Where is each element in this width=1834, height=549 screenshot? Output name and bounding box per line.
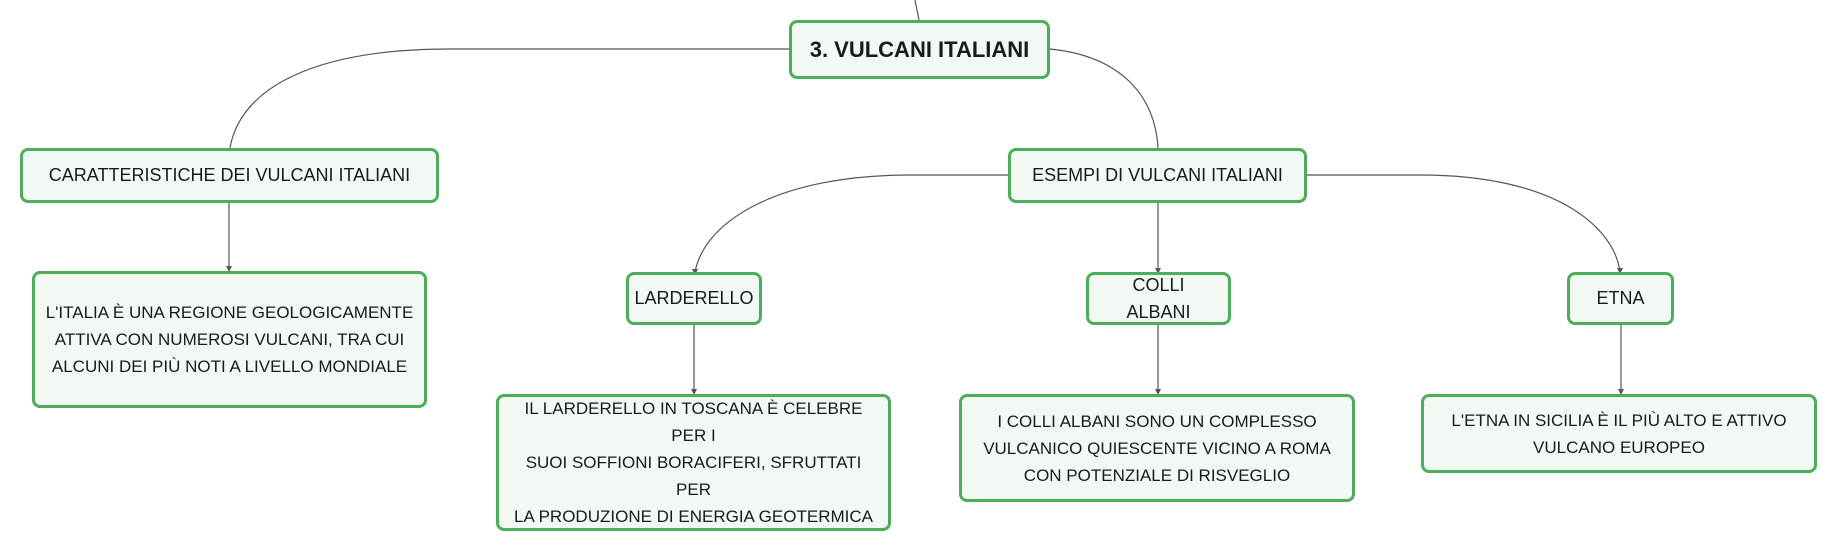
- characteristics-label: CARATTERISTICHE DEI VULCANI ITALIANI: [48, 165, 411, 185]
- etna-label: ETNA: [1596, 288, 1645, 308]
- etna-detail-node: L'ETNA IN SICILIA È IL PIÙ ALTO E ATTIVO…: [1421, 394, 1817, 473]
- detail-line: ATTIVA CON NUMEROSI VULCANI, TRA CUI: [54, 330, 405, 349]
- larderello-detail-node: IL LARDERELLO IN TOSCANA È CELEBRE PER I…: [496, 394, 891, 531]
- examples-label: ESEMPI DI VULCANI ITALIANI: [1032, 165, 1283, 185]
- detail-line: CON POTENZIALE DI RISVEGLIO: [1023, 465, 1291, 485]
- detail-line: SUOI SOFFIONI BORACIFERI, SFRUTTATI PER: [525, 453, 862, 499]
- examples-node[interactable]: ESEMPI DI VULCANI ITALIANI: [1008, 148, 1307, 203]
- connector-examples-to-larderello: [694, 174, 1008, 273]
- detail-line: LA PRODUZIONE DI ENERGIA GEOTERMICA: [514, 507, 873, 526]
- detail-line: IL LARDERELLO IN TOSCANA È CELEBRE PER I: [524, 399, 863, 445]
- larderello-node[interactable]: LARDERELLO: [626, 272, 762, 325]
- characteristics-detail-node: L'ITALIA È UNA REGIONE GEOLOGICAMENTE AT…: [32, 271, 427, 408]
- etna-node[interactable]: ETNA: [1567, 272, 1674, 325]
- detail-line: L'ITALIA È UNA REGIONE GEOLOGICAMENTE: [45, 303, 414, 322]
- arrowhead-colli-albani: [1155, 268, 1161, 274]
- arrowhead-etna-detail: [1618, 389, 1624, 395]
- root-node[interactable]: 3. VULCANI ITALIANI: [789, 20, 1050, 79]
- arrowhead-larderello-detail: [691, 389, 697, 395]
- larderello-label: LARDERELLO: [634, 288, 754, 308]
- detail-line: L'ETNA IN SICILIA È IL PIÙ ALTO E ATTIVO: [1451, 410, 1787, 430]
- colli-albani-label: COLLI ALBANI: [1126, 274, 1191, 322]
- connector-parent-to-root: [914, 0, 920, 21]
- colli-albani-node[interactable]: COLLI ALBANI: [1086, 272, 1231, 325]
- connector-root-to-characteristics: [229, 48, 790, 149]
- arrowhead-colli-albani-detail: [1155, 389, 1161, 395]
- root-label: 3. VULCANI ITALIANI: [809, 37, 1030, 62]
- connector-examples-to-etna: [1305, 174, 1621, 273]
- colli-albani-detail-node: I COLLI ALBANI SONO UN COMPLESSO VULCANI…: [959, 394, 1355, 502]
- detail-line: VULCANICO QUIESCENTE VICINO A ROMA: [983, 438, 1331, 458]
- arrowhead-etna: [1617, 268, 1623, 274]
- characteristics-node[interactable]: CARATTERISTICHE DEI VULCANI ITALIANI: [20, 148, 439, 203]
- arrowhead-characteristics-detail: [226, 266, 232, 272]
- detail-line: VULCANO EUROPEO: [1533, 437, 1705, 457]
- connector-root-to-examples: [1049, 48, 1159, 149]
- detail-line: I COLLI ALBANI SONO UN COMPLESSO: [997, 411, 1317, 431]
- detail-line: ALCUNI DEI PIÙ NOTI A LIVELLO MONDIALE: [51, 357, 408, 376]
